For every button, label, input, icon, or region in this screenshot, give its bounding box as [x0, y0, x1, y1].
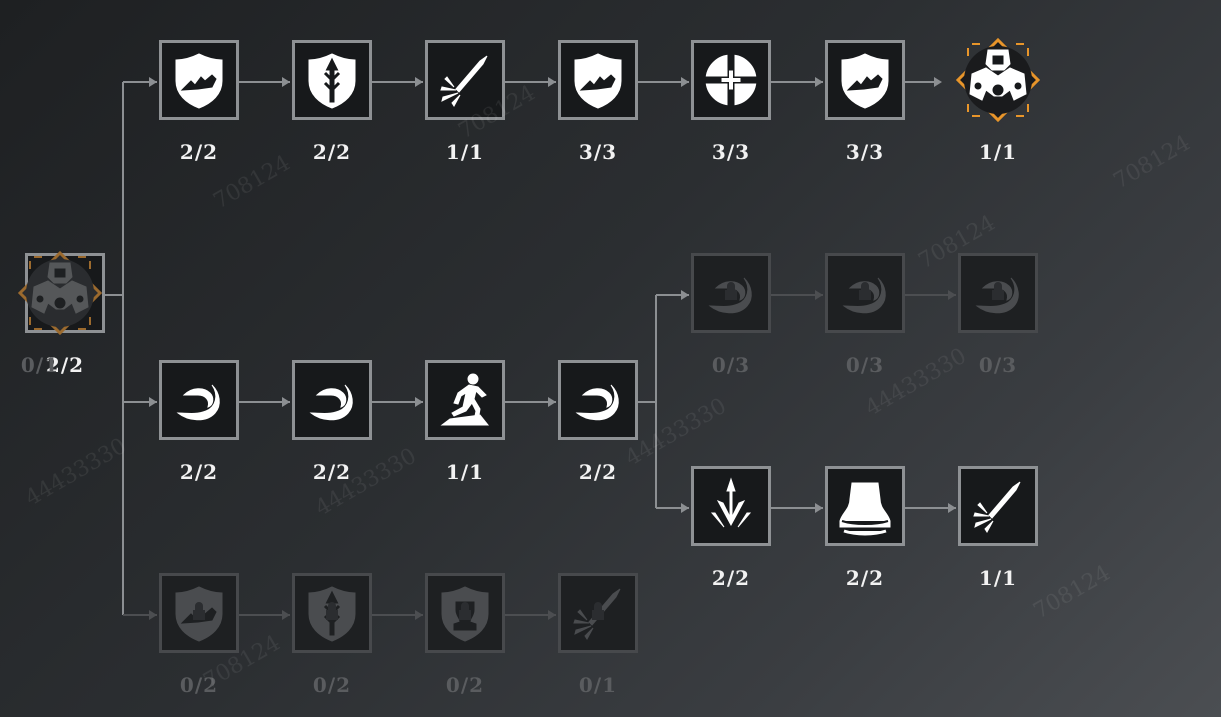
spear-burst-icon: [573, 588, 621, 640]
skill-node-speed-0[interactable]: [159, 360, 239, 440]
skill-count-defense-5: 3/3: [845, 140, 885, 164]
skill-count-speed-0: 2/2: [179, 460, 219, 484]
skill-node-fortify-2[interactable]: [425, 573, 505, 653]
skill-node-speed-upper-2[interactable]: [958, 253, 1038, 333]
connector-arrow-root-1: [149, 397, 157, 407]
bell-helm-icon: [839, 482, 891, 536]
arrow-burst-icon: [710, 477, 752, 528]
skill-count-speed-upper-1: 0/3: [845, 353, 885, 377]
connector-arrow-fortify-2: [415, 610, 423, 620]
connector-arrow-defense-cap: [934, 77, 942, 87]
shield-wing-icon: [175, 586, 223, 642]
swirl-slash-icon: [975, 277, 1019, 314]
connector-arrow-defense-1: [282, 77, 290, 87]
skill-count-defense-3: 3/3: [578, 140, 618, 164]
skill-count-defense-4: 3/3: [711, 140, 751, 164]
skill-node-speed-2[interactable]: [425, 360, 505, 440]
shield-wing-icon: [841, 53, 889, 109]
skill-count-speed-lower-0: 2/2: [711, 566, 751, 590]
connector-arrow-speed-upper: [681, 290, 689, 300]
spear-burst-icon: [973, 481, 1021, 533]
skill-count-speed-3: 2/2: [578, 460, 618, 484]
armored-warrior-icon: [955, 37, 1041, 123]
connector-arrow-defense-4: [681, 77, 689, 87]
sprinting-figure-icon: [440, 373, 490, 426]
skill-count-fortify-1: 0/2: [312, 673, 352, 697]
connector-arrow-speed-1: [282, 397, 290, 407]
capstone-count-speed-upper: 0/1: [20, 353, 60, 377]
shield-arrow-icon: [308, 586, 356, 642]
capstone-node-defense[interactable]: [938, 20, 1058, 123]
connector-arrow-fortify-1: [282, 610, 290, 620]
skill-node-fortify-0[interactable]: [159, 573, 239, 653]
swirl-slash-icon: [842, 277, 886, 314]
shield-emblem-icon: [441, 586, 489, 642]
connector-arrow-speed-2: [415, 397, 423, 407]
cross-shield-icon: [704, 53, 758, 107]
shield-wing-icon: [175, 53, 223, 109]
skill-node-defense-2[interactable]: [425, 40, 505, 120]
connector-arrow-speed-upper-2: [948, 290, 956, 300]
skill-node-speed-lower-0[interactable]: [691, 466, 771, 546]
connector-arrow-speed-upper-1: [815, 290, 823, 300]
skill-count-defense-1: 2/2: [312, 140, 352, 164]
skill-node-speed-upper-1[interactable]: [825, 253, 905, 333]
shield-wing-icon: [574, 53, 622, 109]
swirl-slash-icon: [176, 384, 220, 421]
connector-arrow-speed-3: [548, 397, 556, 407]
spear-burst-icon: [440, 55, 488, 107]
swirl-slash-icon: [309, 384, 353, 421]
capstone-node-speed-upper[interactable]: [0, 233, 120, 336]
swirl-slash-icon: [575, 384, 619, 421]
connector-arrow-root-2: [149, 610, 157, 620]
skill-node-fortify-1[interactable]: [292, 573, 372, 653]
skill-node-fortify-3[interactable]: [558, 573, 638, 653]
skill-node-defense-3[interactable]: [558, 40, 638, 120]
skill-count-speed-lower-2: 1/1: [978, 566, 1018, 590]
skill-count-fortify-0: 0/2: [179, 673, 219, 697]
skill-node-speed-1[interactable]: [292, 360, 372, 440]
connector-arrow-speed-lower: [681, 503, 689, 513]
skill-count-speed-2: 1/1: [445, 460, 485, 484]
skill-count-defense-0: 2/2: [179, 140, 219, 164]
skill-count-root: 2/2: [45, 353, 85, 377]
skill-node-defense-1[interactable]: [292, 40, 372, 120]
armored-warrior-icon: [17, 250, 103, 336]
shield-arrow-icon: [308, 53, 356, 109]
skill-count-speed-upper-0: 0/3: [711, 353, 751, 377]
skill-count-fortify-2: 0/2: [445, 673, 485, 697]
skill-count-speed-upper-2: 0/3: [978, 353, 1018, 377]
skill-node-defense-5[interactable]: [825, 40, 905, 120]
swirl-slash-icon: [708, 277, 752, 314]
skill-node-speed-lower-2[interactable]: [958, 466, 1038, 546]
skill-count-speed-1: 2/2: [312, 460, 352, 484]
skill-node-speed-upper-0[interactable]: [691, 253, 771, 333]
skill-count-fortify-3: 0/1: [578, 673, 618, 697]
connector-arrow-speed-lower-1: [815, 503, 823, 513]
skill-count-defense-2: 1/1: [445, 140, 485, 164]
connector-arrow-speed-lower-2: [948, 503, 956, 513]
skill-node-defense-4[interactable]: [691, 40, 771, 120]
connector-arrow-defense-5: [815, 77, 823, 87]
skill-node-speed-3[interactable]: [558, 360, 638, 440]
skill-node-speed-lower-1[interactable]: [825, 466, 905, 546]
connector-arrow-defense-2: [415, 77, 423, 87]
skill-count-speed-lower-1: 2/2: [845, 566, 885, 590]
skill-node-defense-0[interactable]: [159, 40, 239, 120]
connector-arrow-fortify-3: [548, 610, 556, 620]
connector-arrow-defense-3: [548, 77, 556, 87]
capstone-count-defense: 1/1: [978, 140, 1018, 164]
connector-arrow-root-0: [149, 77, 157, 87]
